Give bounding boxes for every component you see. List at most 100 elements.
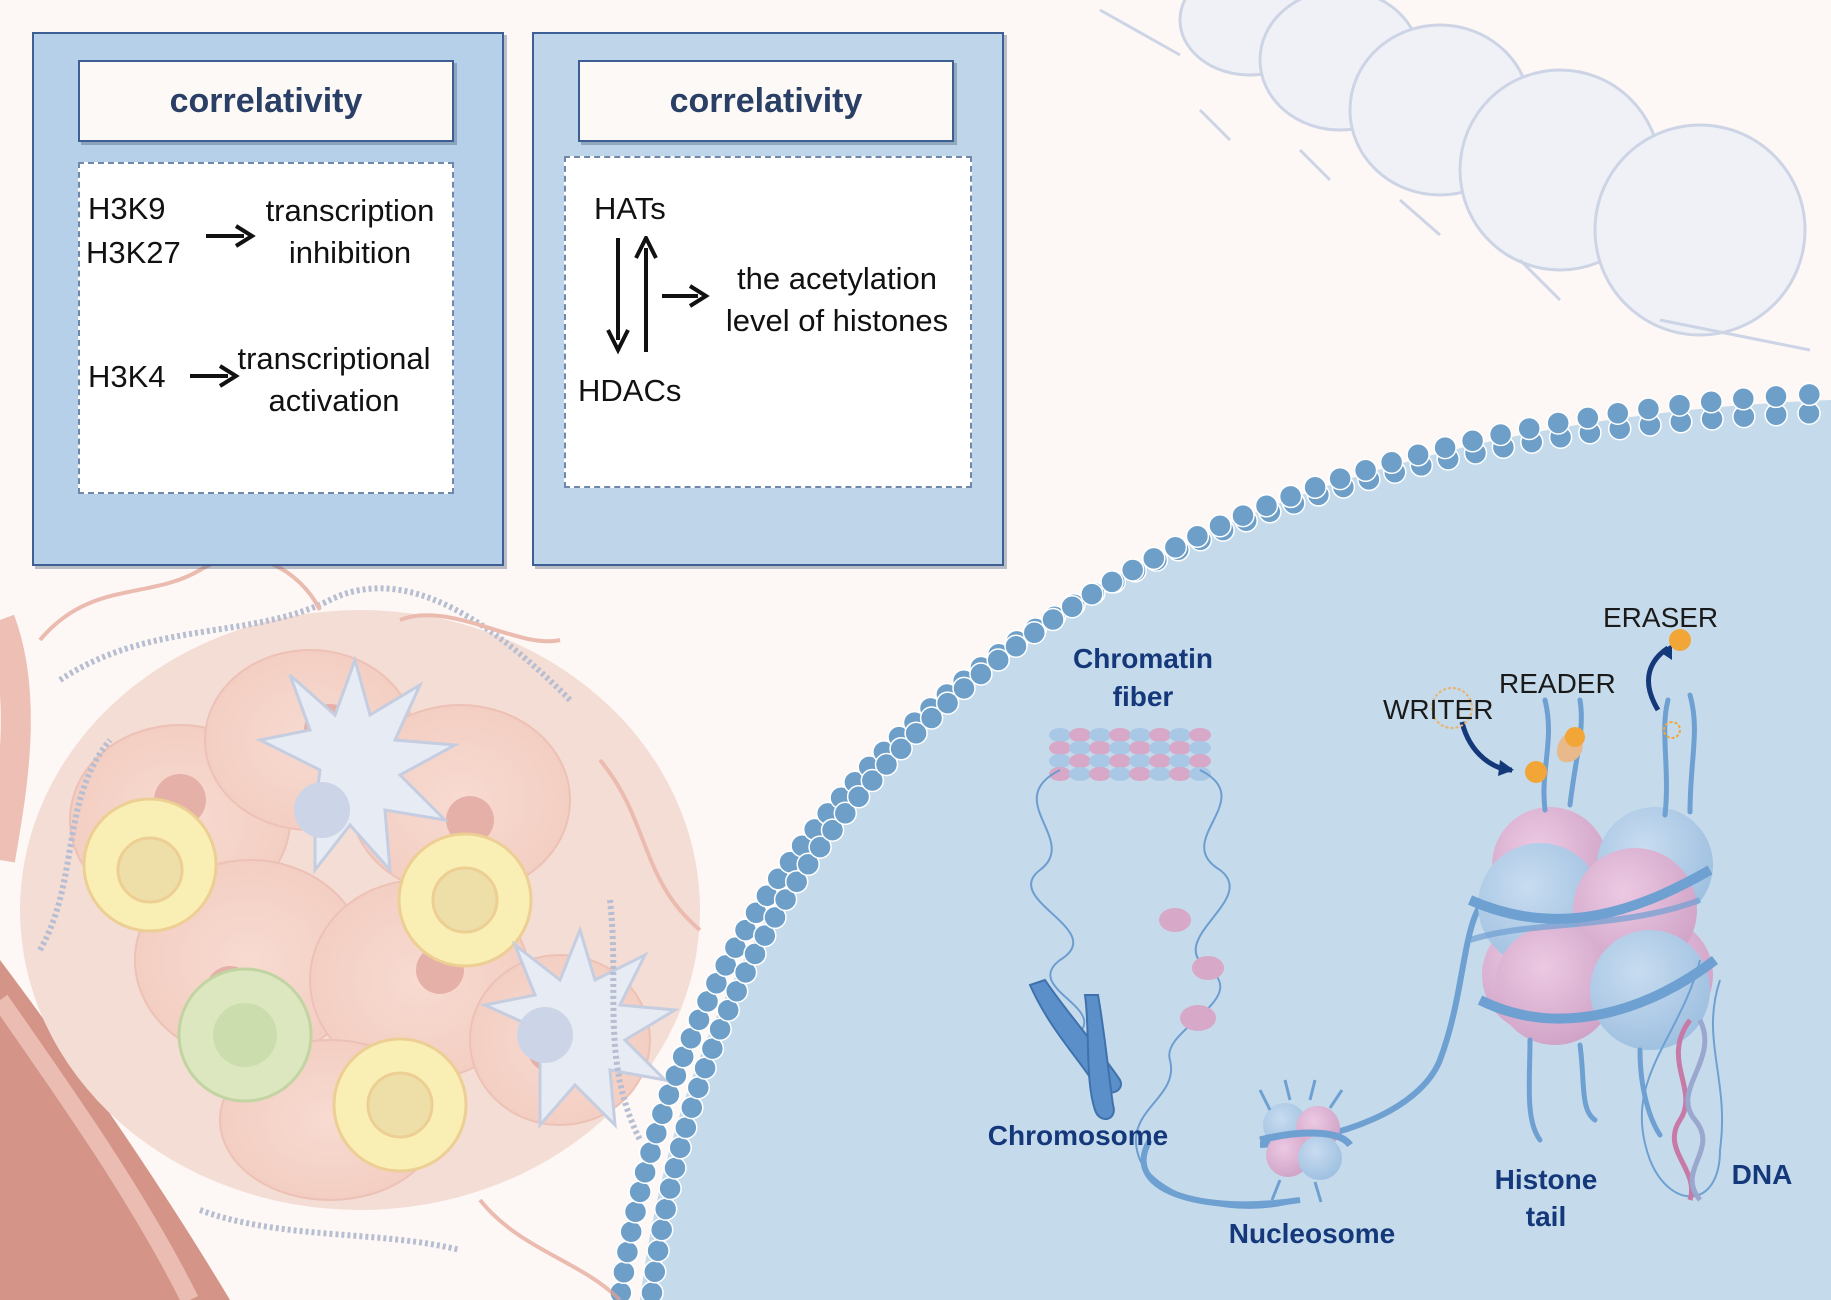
fiber-bead — [1169, 741, 1191, 755]
membrane-bead — [904, 721, 928, 745]
membrane-bead — [763, 905, 787, 930]
membrane-bead — [1667, 393, 1692, 417]
membrane-bead — [846, 785, 871, 809]
membrane-bead — [646, 1238, 670, 1263]
histone-level-label: level of histones — [725, 303, 949, 338]
dna-label: DNA — [1731, 1159, 1793, 1190]
membrane-bead — [796, 852, 820, 877]
membrane-bead — [1022, 620, 1047, 645]
fiber-bead — [1149, 767, 1171, 781]
fiber-bead — [1049, 767, 1071, 781]
membrane-bead — [773, 887, 798, 912]
membrane-bead — [1488, 422, 1513, 447]
arrow-right-icon — [662, 284, 710, 308]
membrane-bead — [663, 1156, 687, 1180]
membrane-bead — [833, 801, 858, 826]
h3k9-label: H3K9 — [88, 191, 166, 226]
fiber-bead — [1049, 754, 1071, 768]
chromosome-shape — [1028, 978, 1122, 1120]
correlativity-panel-acetylation: correlativity HATs the acetylation level… — [532, 32, 1004, 566]
membrane-bead — [986, 648, 1010, 672]
membrane-bead — [1060, 594, 1084, 619]
membrane-bead — [1080, 582, 1104, 606]
membrane-bead — [1185, 524, 1210, 549]
membrane-bead — [784, 870, 809, 894]
fiber-bead — [1049, 728, 1071, 742]
membrane-bead — [820, 818, 845, 842]
fiber-bead — [1129, 741, 1151, 755]
fiber-bead — [1169, 767, 1191, 781]
fiber-bead — [1049, 741, 1071, 755]
fiber-bead — [1149, 728, 1171, 742]
membrane-bead — [638, 1140, 663, 1165]
membrane-bead — [1764, 384, 1788, 409]
fiber-bead — [1189, 728, 1211, 742]
fiber-bead — [1149, 754, 1171, 768]
bidirectional-arrow-icon — [606, 236, 658, 355]
tumor-tissue-decoration — [0, 555, 702, 1300]
membrane-bead — [1546, 411, 1570, 435]
membrane-bead — [1699, 390, 1723, 414]
membrane-bead — [1379, 450, 1404, 475]
membrane-bead — [1100, 570, 1124, 594]
coil-decoration — [1099, 0, 1811, 352]
fiber-bead — [1129, 767, 1151, 781]
membrane-bead — [680, 1095, 704, 1120]
fiber-bead — [1109, 741, 1131, 755]
membrane-bead — [1460, 429, 1485, 453]
membrane-bead — [668, 1135, 692, 1160]
panel-title: correlativity — [78, 60, 454, 142]
fiber-bead — [1129, 754, 1151, 768]
membrane-bead — [1328, 466, 1352, 491]
membrane-bead — [658, 1176, 682, 1201]
histone-tails — [1526, 692, 1697, 1143]
membrane-bead — [619, 1220, 643, 1244]
membrane-bead — [1636, 397, 1661, 421]
membrane-bead — [1606, 401, 1630, 425]
membrane-bead — [1142, 546, 1166, 571]
membrane-bead — [1231, 503, 1255, 528]
fiber-bead — [1169, 728, 1191, 742]
membrane-bead — [919, 706, 944, 730]
membrane-bead — [633, 1160, 657, 1184]
membrane-bead — [1303, 475, 1327, 500]
fiber-bead — [1069, 767, 1091, 781]
fiber-bead — [1089, 767, 1111, 781]
panel-title: correlativity — [578, 60, 954, 142]
fiber-bead — [1189, 754, 1211, 768]
membrane-bead — [628, 1180, 652, 1204]
fiber-bead — [1109, 754, 1131, 768]
acetylation-label: the acetylation — [737, 261, 937, 296]
membrane-bead — [1278, 484, 1303, 509]
membrane-bead — [753, 923, 777, 948]
histone-tail-label-line2: tail — [1525, 1201, 1567, 1232]
fiber-bead — [1189, 767, 1211, 781]
membrane-bead — [1406, 443, 1430, 467]
small-nucleosome-cluster — [1159, 908, 1224, 1031]
writer-label: WRITER — [1383, 694, 1494, 725]
membrane-bead — [733, 960, 758, 985]
membrane-bead — [874, 752, 899, 777]
fiber-bead — [1109, 767, 1131, 781]
fiber-bead — [1149, 741, 1171, 755]
membrane-bead — [609, 1280, 633, 1300]
membrane-bead — [1433, 435, 1457, 460]
membrane-bead — [724, 979, 749, 1003]
fiber-bead — [1129, 728, 1151, 742]
activation-label: activation — [268, 383, 400, 418]
epigenetic-marks — [1431, 629, 1691, 783]
membrane-bead — [1041, 607, 1065, 632]
chromatin-fiber-label-line1: Chromatin — [1073, 643, 1213, 674]
fiber-bead — [1109, 728, 1131, 742]
membrane-bead — [623, 1200, 648, 1224]
h3k27-label: H3K27 — [86, 235, 181, 270]
membrane-bead — [969, 662, 993, 686]
nucleosome-label: Nucleosome — [1228, 1218, 1396, 1249]
membrane-bead — [808, 835, 832, 859]
membrane-bead — [686, 1075, 711, 1100]
membrane-bead — [643, 1259, 667, 1284]
fiber-bead — [1069, 754, 1091, 768]
dna-helix — [1640, 959, 1724, 1202]
